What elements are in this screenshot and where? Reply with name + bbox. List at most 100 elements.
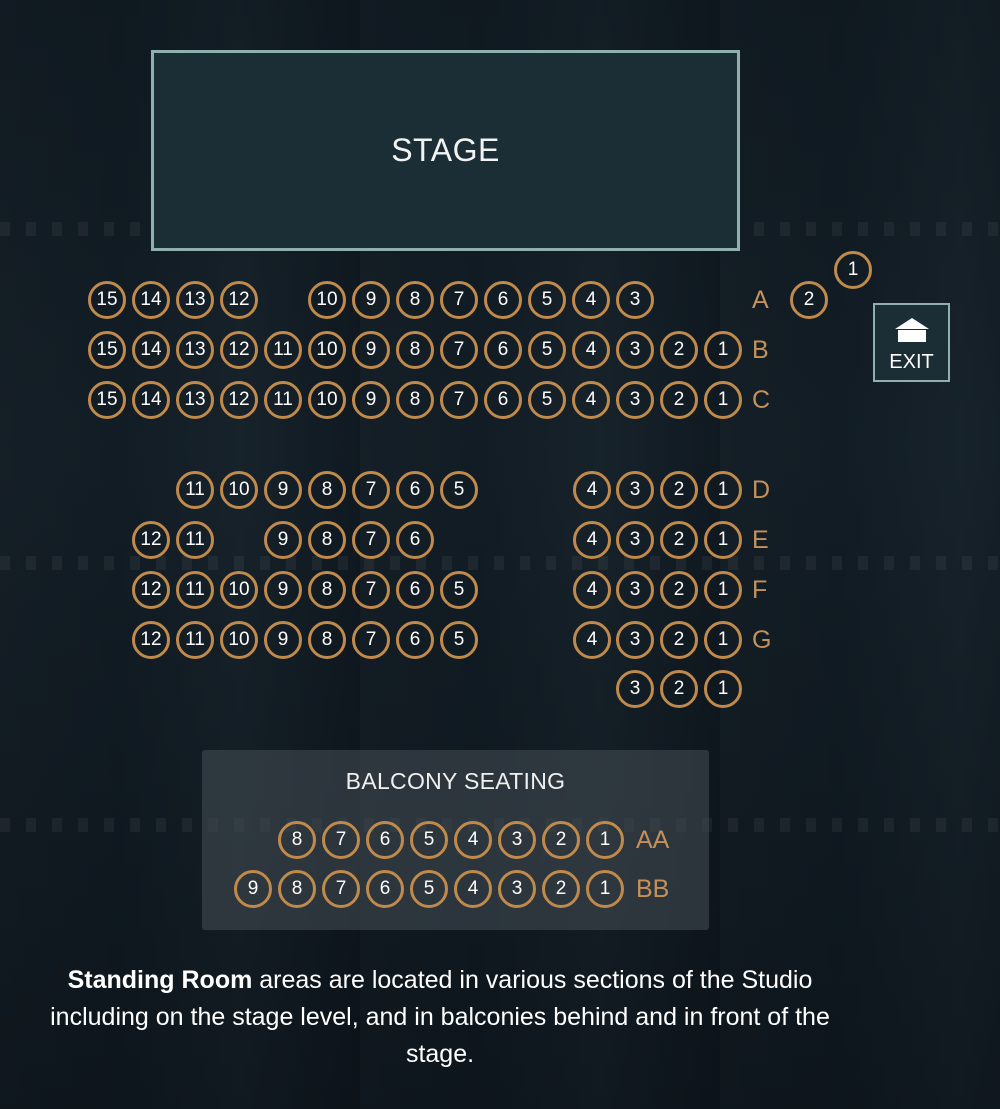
seat[interactable]: 12 xyxy=(132,521,170,559)
seat[interactable]: 12 xyxy=(220,281,258,319)
seat[interactable]: 6 xyxy=(396,621,434,659)
seat[interactable]: 3 xyxy=(616,521,654,559)
seat[interactable]: 6 xyxy=(484,281,522,319)
seat[interactable]: 2 xyxy=(542,870,580,908)
seat[interactable]: 12 xyxy=(132,621,170,659)
seat[interactable]: 8 xyxy=(308,571,346,609)
seat[interactable]: 5 xyxy=(440,471,478,509)
seat[interactable]: 4 xyxy=(573,471,611,509)
seat[interactable]: 15 xyxy=(88,331,126,369)
seat[interactable]: 13 xyxy=(176,331,214,369)
seat[interactable]: 8 xyxy=(278,821,316,859)
seat[interactable]: 5 xyxy=(440,621,478,659)
seat[interactable]: 8 xyxy=(396,331,434,369)
seat[interactable]: 4 xyxy=(573,571,611,609)
seat[interactable]: 2 xyxy=(660,331,698,369)
seat[interactable]: 1 xyxy=(704,571,742,609)
seat[interactable]: 3 xyxy=(616,381,654,419)
seat[interactable]: 6 xyxy=(484,331,522,369)
seat[interactable]: 14 xyxy=(132,381,170,419)
seat[interactable]: 11 xyxy=(264,331,302,369)
seat[interactable]: 8 xyxy=(396,381,434,419)
seat[interactable]: 3 xyxy=(616,471,654,509)
seat[interactable]: 4 xyxy=(573,521,611,559)
seat[interactable]: 8 xyxy=(308,471,346,509)
seat[interactable]: 4 xyxy=(573,621,611,659)
seat[interactable]: 9 xyxy=(264,621,302,659)
seat[interactable]: 15 xyxy=(88,381,126,419)
seat[interactable]: 4 xyxy=(572,381,610,419)
seat[interactable]: 7 xyxy=(322,870,360,908)
seat[interactable]: 1 xyxy=(704,521,742,559)
seat[interactable]: 10 xyxy=(220,471,258,509)
seat[interactable]: 5 xyxy=(440,571,478,609)
seat[interactable]: 7 xyxy=(322,821,360,859)
seat[interactable]: 7 xyxy=(352,471,390,509)
seat[interactable]: 1 xyxy=(586,821,624,859)
seat[interactable]: 1 xyxy=(704,621,742,659)
seat[interactable]: 8 xyxy=(308,621,346,659)
seat[interactable]: 4 xyxy=(572,281,610,319)
seat[interactable]: 5 xyxy=(410,870,448,908)
seat[interactable]: 4 xyxy=(454,870,492,908)
seat[interactable]: 5 xyxy=(528,331,566,369)
seat[interactable]: 7 xyxy=(352,521,390,559)
seat[interactable]: 11 xyxy=(176,471,214,509)
seat[interactable]: 1 xyxy=(704,471,742,509)
seat[interactable]: 12 xyxy=(220,381,258,419)
seat[interactable]: 2 xyxy=(790,281,828,319)
seat[interactable]: 5 xyxy=(528,281,566,319)
seat[interactable]: 11 xyxy=(264,381,302,419)
seat[interactable]: 11 xyxy=(176,621,214,659)
seat[interactable]: 12 xyxy=(132,571,170,609)
seat[interactable]: 2 xyxy=(660,571,698,609)
seat[interactable]: 3 xyxy=(616,670,654,708)
seat[interactable]: 4 xyxy=(454,821,492,859)
seat[interactable]: 3 xyxy=(616,331,654,369)
seat[interactable]: 8 xyxy=(396,281,434,319)
seat[interactable]: 12 xyxy=(220,331,258,369)
seat[interactable]: 5 xyxy=(528,381,566,419)
seat[interactable]: 10 xyxy=(220,571,258,609)
seat[interactable]: 7 xyxy=(440,381,478,419)
seat[interactable]: 4 xyxy=(572,331,610,369)
seat[interactable]: 2 xyxy=(660,670,698,708)
seat[interactable]: 6 xyxy=(366,821,404,859)
seat[interactable]: 10 xyxy=(308,281,346,319)
seat[interactable]: 9 xyxy=(264,571,302,609)
seat[interactable]: 9 xyxy=(234,870,272,908)
seat[interactable]: 2 xyxy=(660,381,698,419)
seat[interactable]: 1 xyxy=(704,670,742,708)
seat[interactable]: 6 xyxy=(484,381,522,419)
seat[interactable]: 11 xyxy=(176,521,214,559)
seat[interactable]: 3 xyxy=(616,571,654,609)
seat[interactable]: 7 xyxy=(440,281,478,319)
seat[interactable]: 6 xyxy=(396,521,434,559)
seat[interactable]: 5 xyxy=(410,821,448,859)
seat[interactable]: 3 xyxy=(498,870,536,908)
seat[interactable]: 3 xyxy=(498,821,536,859)
seat[interactable]: 13 xyxy=(176,281,214,319)
seat[interactable]: 8 xyxy=(308,521,346,559)
seat[interactable]: 8 xyxy=(278,870,316,908)
seat[interactable]: 9 xyxy=(264,521,302,559)
seat[interactable]: 1 xyxy=(834,251,872,289)
seat[interactable]: 7 xyxy=(352,571,390,609)
seat[interactable]: 7 xyxy=(352,621,390,659)
seat[interactable]: 15 xyxy=(88,281,126,319)
seat[interactable]: 1 xyxy=(586,870,624,908)
seat[interactable]: 10 xyxy=(220,621,258,659)
seat[interactable]: 2 xyxy=(660,621,698,659)
seat[interactable]: 10 xyxy=(308,331,346,369)
seat[interactable]: 3 xyxy=(616,621,654,659)
seat[interactable]: 2 xyxy=(542,821,580,859)
seat[interactable]: 6 xyxy=(366,870,404,908)
seat[interactable]: 1 xyxy=(704,331,742,369)
seat[interactable]: 1 xyxy=(704,381,742,419)
seat[interactable]: 9 xyxy=(264,471,302,509)
seat[interactable]: 9 xyxy=(352,331,390,369)
seat[interactable]: 6 xyxy=(396,571,434,609)
seat[interactable]: 10 xyxy=(308,381,346,419)
seat[interactable]: 11 xyxy=(176,571,214,609)
seat[interactable]: 14 xyxy=(132,281,170,319)
